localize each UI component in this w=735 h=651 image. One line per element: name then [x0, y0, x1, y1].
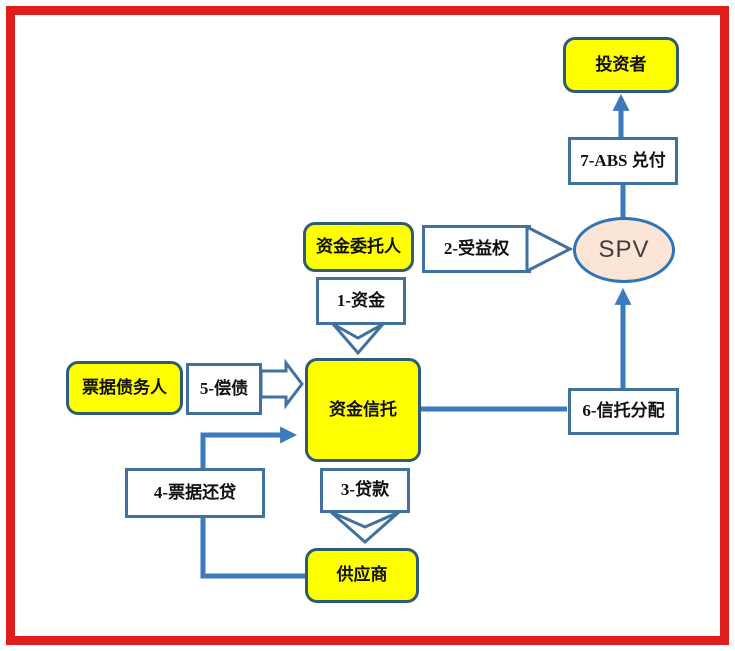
- node-note-repay-loan: 4-票据还贷: [125, 468, 265, 518]
- node-fund-principal: 资金委托人: [303, 222, 414, 272]
- node-abs-payment: 7-ABS 兑付: [568, 137, 678, 185]
- red-border-frame: [6, 6, 729, 645]
- node-supplier: 供应商: [305, 548, 419, 603]
- node-trust-distribution: 6-信托分配: [568, 388, 679, 435]
- node-investor: 投资者: [563, 37, 679, 93]
- node-fund: 1-资金: [316, 277, 406, 325]
- node-spv: SPV: [573, 217, 675, 283]
- node-beneficiary-right: 2-受益权: [422, 225, 531, 273]
- node-fund-trust: 资金信托: [305, 358, 421, 462]
- node-note-debtor: 票据债务人: [66, 361, 183, 415]
- node-loan: 3-贷款: [320, 468, 410, 513]
- node-repay-debt: 5-偿债: [186, 363, 262, 415]
